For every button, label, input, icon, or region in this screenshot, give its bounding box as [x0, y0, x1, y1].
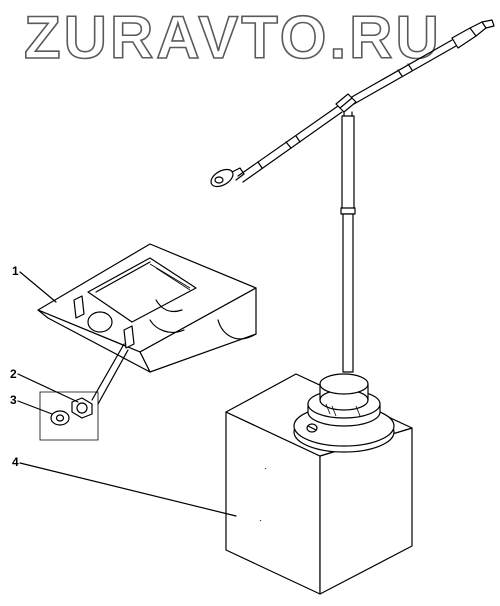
- callout-3: 3: [10, 393, 53, 415]
- watermark-logo: ZURAVTO.RU: [24, 4, 442, 71]
- mast-lower: [342, 213, 354, 373]
- bracket-slot: [73, 295, 85, 319]
- mast-upper: [341, 115, 355, 211]
- callout-2: 2: [10, 367, 79, 403]
- bracket: [37, 243, 257, 373]
- callout-label-4: 4: [12, 455, 19, 469]
- antenna-cable: [210, 19, 495, 373]
- callout-label-1: 1: [12, 264, 19, 278]
- bracket-round-hole: [87, 311, 113, 333]
- callout-label-2: 2: [10, 367, 17, 381]
- mast-mount: [293, 373, 395, 453]
- callout-label-3: 3: [10, 393, 17, 407]
- bracket-slot: [123, 325, 135, 349]
- callout-1: 1: [12, 264, 57, 303]
- fasteners: [39, 343, 129, 441]
- callout-4: 4: [12, 455, 237, 517]
- right-connector: [451, 27, 477, 49]
